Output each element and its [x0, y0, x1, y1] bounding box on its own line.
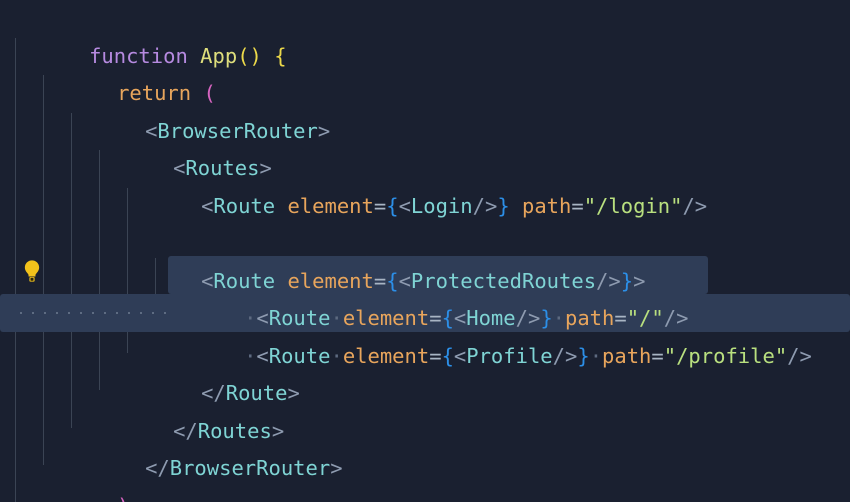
code-line-14[interactable]: }: [0, 488, 850, 502]
token-tag-route: Route: [268, 343, 331, 368]
code-line-5[interactable]: <Route element={<Login/>} path="/login"/…: [0, 150, 850, 218]
code-line-1[interactable]: function App() {: [0, 0, 850, 68]
token-brace-close: }: [497, 193, 510, 218]
token-attr-path: path: [602, 343, 652, 368]
token-selfclose: />: [663, 306, 689, 330]
token-tag-route: Route: [213, 193, 276, 218]
token-angle-open: <: [145, 118, 158, 143]
token-brace-close: }: [577, 343, 590, 368]
token-brace-close: }: [540, 306, 553, 330]
token-angle-open: <: [173, 156, 186, 180]
token-closetag-open: </: [145, 456, 170, 480]
token-angle-open: <: [398, 268, 411, 293]
token-angle-close: >: [317, 118, 331, 143]
token-tag-route: Route: [268, 306, 331, 330]
code-line-3[interactable]: <BrowserRouter>: [0, 75, 850, 143]
code-line-4[interactable]: <Routes>: [0, 113, 850, 180]
token-angle-close: >: [633, 268, 646, 293]
token-brace-open: {: [386, 268, 399, 293]
token-attr-element: element: [287, 193, 374, 218]
token-tag-browserrouter: BrowserRouter: [157, 118, 318, 143]
token-open-paren: (: [203, 81, 216, 105]
token-angle-open: <: [201, 193, 214, 218]
token-attr-path: path: [565, 306, 615, 330]
token-equals: =: [571, 193, 584, 218]
token-brace-open: {: [441, 343, 454, 368]
token-angle-open: <: [256, 343, 269, 368]
token-tag-route: Route: [225, 381, 288, 405]
token-angle-open: <: [398, 193, 411, 218]
whitespace-dot: ·: [244, 343, 257, 368]
token-angle-close: >: [271, 418, 285, 443]
token-tag-browserrouter: BrowserRouter: [169, 456, 331, 480]
code-line-8[interactable]: ·<Route·element={<Home/>}·path="/"/>: [0, 263, 850, 330]
token-attr-element: element: [342, 306, 430, 330]
code-line-13[interactable]: ): [0, 450, 850, 502]
token-tag-routes: Routes: [185, 156, 260, 180]
token-angle-open: <: [256, 306, 269, 330]
token-tag-login: Login: [410, 193, 473, 218]
token-angle-close: >: [330, 456, 343, 480]
token-angle-open: <: [453, 306, 467, 330]
lightbulb-icon[interactable]: [19, 258, 45, 284]
token-closetag-open: </: [173, 418, 198, 443]
token-selfclose: />: [682, 193, 708, 218]
token-tag-home: Home: [466, 306, 516, 330]
whitespace-dot: ·: [552, 306, 565, 330]
token-attr-element: element: [287, 268, 374, 293]
token-angle-close: >: [287, 381, 300, 405]
token-angle-open: <: [201, 268, 214, 293]
token-selfclose: />: [596, 268, 621, 293]
code-line-2[interactable]: return (: [0, 38, 850, 105]
code-line-12[interactable]: </BrowserRouter>: [0, 413, 850, 480]
token-close-paren: ): [117, 494, 129, 502]
code-line-9[interactable]: ·<Route·element={<Profile/>}·path="/prof…: [0, 300, 850, 368]
token-parens: (): [237, 43, 262, 68]
token-string-login-path: "/login": [583, 193, 683, 218]
whitespace-dot: ·: [330, 306, 343, 330]
token-tag-protectedroutes: ProtectedRoutes: [410, 268, 597, 293]
token-equals: =: [429, 306, 442, 330]
token-attr-element: element: [342, 343, 430, 368]
whitespace-dot: ·: [330, 343, 343, 368]
token-brace-open: {: [386, 193, 399, 218]
selection-highlight-line-8: [168, 256, 708, 294]
token-tag-routes: Routes: [197, 418, 272, 443]
token-equals: =: [373, 193, 387, 218]
token-equals: =: [614, 306, 627, 330]
token-equals: =: [651, 343, 664, 368]
token-string-home-path: "/": [626, 306, 664, 330]
token-string-profile-path: "/profile": [663, 343, 788, 368]
token-keyword-return: return: [117, 81, 192, 105]
token-angle-close: >: [259, 156, 272, 180]
token-function-name: App: [200, 43, 238, 68]
token-selfclose: />: [552, 343, 578, 368]
token-closetag-open: </: [201, 381, 226, 405]
token-brace-close: }: [620, 268, 634, 293]
token-attr-path: path: [522, 193, 572, 218]
token-equals: =: [373, 268, 387, 293]
token-open-brace: {: [274, 43, 287, 68]
token-tag-profile: Profile: [466, 343, 553, 368]
code-line-7[interactable]: <Route element={<ProtectedRoutes/>}>: [0, 225, 850, 293]
token-selfclose: />: [515, 306, 541, 330]
code-line-10[interactable]: </Route>: [0, 338, 850, 405]
token-tag-route: Route: [213, 268, 276, 293]
code-line-6-empty[interactable]: [0, 188, 850, 226]
whitespace-dot: ·: [589, 343, 603, 368]
token-selfclose: />: [787, 343, 812, 368]
token-brace-open: {: [441, 306, 454, 330]
code-line-11[interactable]: </Routes>: [0, 375, 850, 443]
whitespace-dot: ·: [244, 306, 257, 330]
token-keyword-function: function: [89, 43, 188, 68]
token-equals: =: [429, 343, 442, 368]
token-selfclose: />: [472, 193, 498, 218]
token-angle-open: <: [453, 343, 467, 368]
